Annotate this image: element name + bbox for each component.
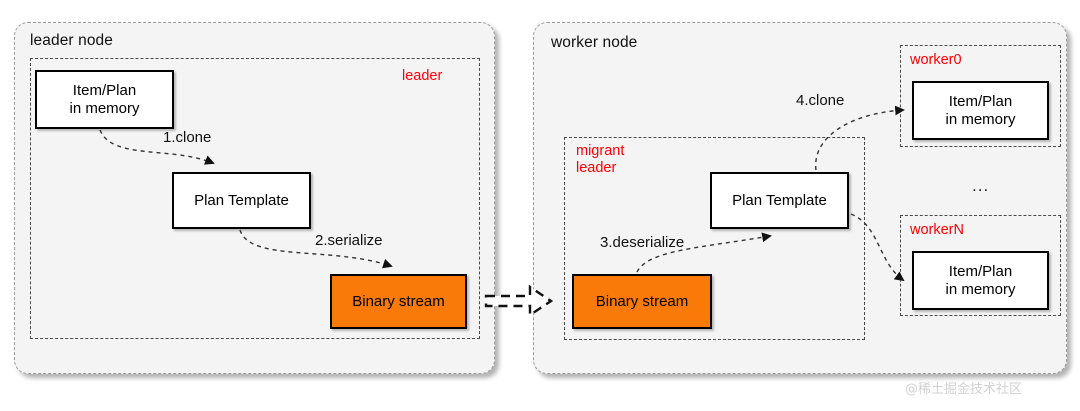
edge-label-4-clone: 4.clone [796,92,845,109]
workers-ellipsis: ... [972,176,990,195]
workerN-item-plan-box: Item/Plan in memory [912,251,1049,310]
leader-plan-template-box: Plan Template [172,172,311,229]
edge-label-2-serialize: 2.serialize [315,232,383,249]
worker-binary-stream-box: Binary stream [572,274,712,329]
worker0-region [900,45,1061,147]
leader-node-title: leader node [30,32,113,49]
workerN-region-label: workerN [910,222,964,238]
worker-plan-template-box: Plan Template [710,172,849,229]
worker0-region-label: worker0 [910,52,962,68]
leader-binary-stream-box: Binary stream [330,274,467,329]
worker0-item-plan-box: Item/Plan in memory [912,81,1049,140]
leader-region-label: leader [402,68,443,84]
watermark: @稀土掘金技术社区 [905,382,1023,397]
migrant-leader-region-label: migrant leader [576,143,625,176]
edge-label-1-clone: 1.clone [163,129,212,146]
leader-region [30,58,480,339]
edge-label-3-deserialize: 3.deserialize [600,234,685,251]
worker-node-title: worker node [551,34,638,51]
leader-item-plan-box: Item/Plan in memory [35,70,174,129]
